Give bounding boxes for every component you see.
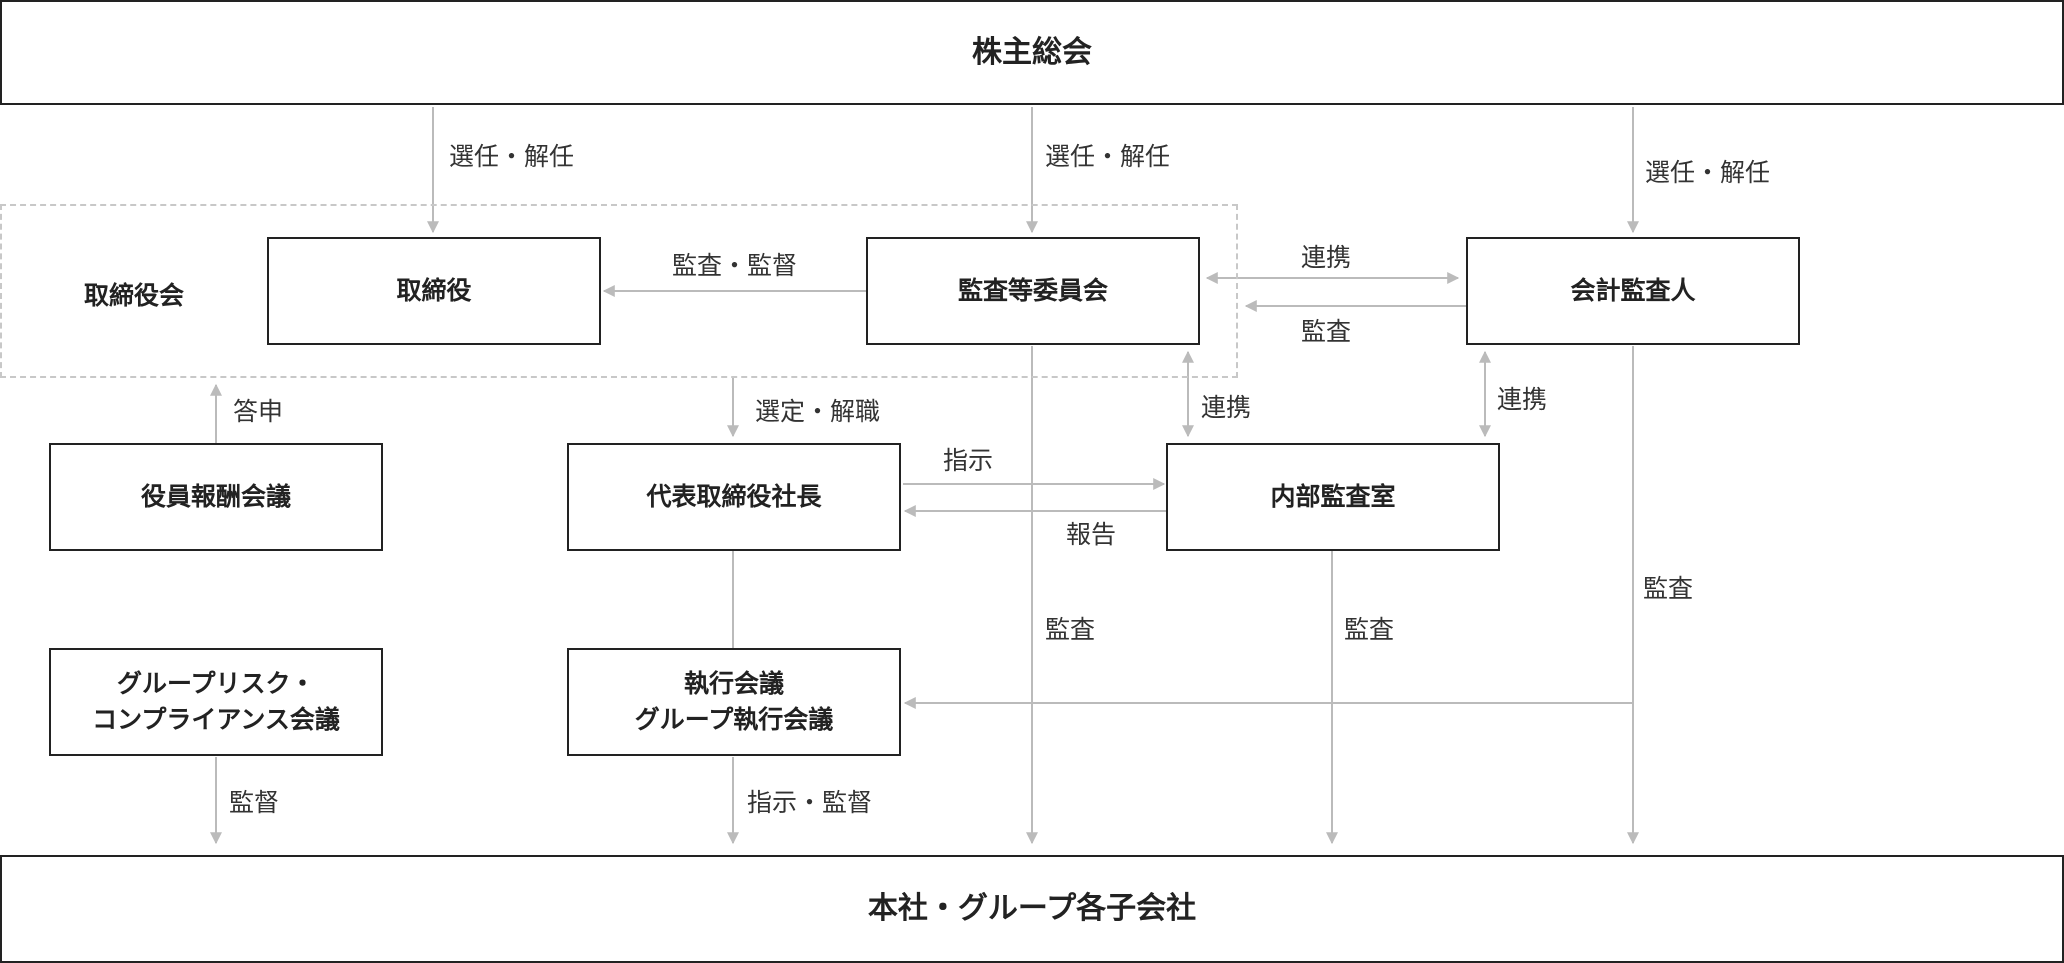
accounting-auditor-box: 会計監査人 <box>1466 237 1800 345</box>
subsidiaries-box: 本社・グループ各子会社 <box>0 855 2064 963</box>
audit-committee-box: 監査等委員会 <box>866 237 1200 345</box>
label-auditor-audit: 監査 <box>1643 574 1694 603</box>
shareholders-box: 株主総会 <box>0 0 2064 105</box>
internal-audit-box: 内部監査室 <box>1166 443 1500 551</box>
board-group-label: 取締役会 <box>84 281 185 310</box>
label-report-comp: 答申 <box>233 397 284 426</box>
compensation-box: 役員報酬会議 <box>49 443 383 551</box>
board-group-frame <box>0 204 1238 378</box>
label-audit-supervise: 監査・監督 <box>672 251 798 280</box>
audit-committee-label: 監査等委員会 <box>957 275 1108 305</box>
risk-compliance-label: グループリスク・ コンプライアンス会議 <box>92 668 340 734</box>
label-instruct: 指示 <box>943 446 994 475</box>
executive-box: 執行会議 グループ執行会議 <box>567 648 901 756</box>
shareholders-label: 株主総会 <box>972 34 1092 70</box>
label-supervise-risk: 監督 <box>229 788 280 817</box>
president-label: 代表取締役社長 <box>646 481 822 511</box>
executive-label: 執行会議 グループ執行会議 <box>634 668 834 734</box>
label-elect-audit: 選任・解任 <box>1045 142 1171 171</box>
label-audit-by-auditor: 監査 <box>1301 317 1352 346</box>
directors-box: 取締役 <box>267 237 601 345</box>
accounting-auditor-label: 会計監査人 <box>1570 275 1696 305</box>
risk-compliance-box: グループリスク・ コンプライアンス会議 <box>49 648 383 756</box>
directors-label: 取締役 <box>396 275 472 305</box>
label-audit-committee-audit: 監査 <box>1045 615 1096 644</box>
label-elect-auditor: 選任・解任 <box>1645 158 1771 187</box>
label-coop-internal-auditor: 連携 <box>1497 385 1548 414</box>
president-box: 代表取締役社長 <box>567 443 901 551</box>
label-report-president: 報告 <box>1066 520 1117 549</box>
label-internal-audit-audit: 監査 <box>1344 615 1395 644</box>
label-coop-internal: 連携 <box>1201 393 1252 422</box>
label-instruct-supervise: 指示・監督 <box>747 788 873 817</box>
label-coop-auditor: 連携 <box>1301 243 1352 272</box>
subsidiaries-label: 本社・グループ各子会社 <box>867 891 1197 927</box>
internal-audit-label: 内部監査室 <box>1270 481 1396 511</box>
label-select-dismiss: 選定・解職 <box>755 397 881 426</box>
compensation-label: 役員報酬会議 <box>140 481 291 511</box>
label-elect-directors: 選任・解任 <box>449 142 575 171</box>
